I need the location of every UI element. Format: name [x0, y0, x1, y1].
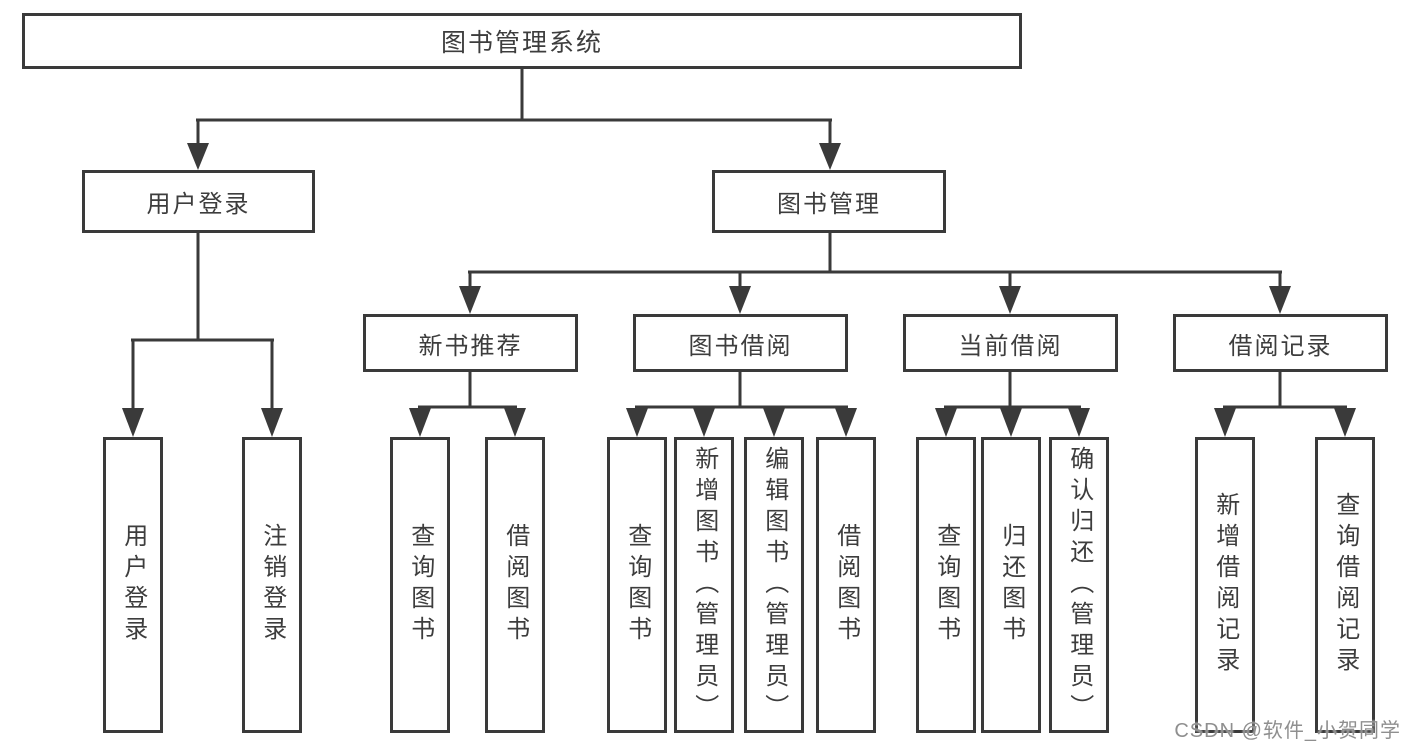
arrowhead-icon	[693, 408, 715, 437]
leaf-nbr-query-books-label: 查询图书	[406, 523, 434, 647]
node-book-management: 图书管理	[712, 170, 946, 233]
arrowhead-icon	[835, 408, 857, 437]
leaf-cb-query-books-label: 查询图书	[932, 523, 960, 647]
arrowhead-icon	[729, 286, 751, 314]
node-current-borrow-label: 当前借阅	[958, 332, 1063, 360]
leaf-br-query-record-label: 查询借阅记录	[1331, 492, 1359, 678]
csdn-watermark: CSDN @软件_小贺同学	[1174, 720, 1401, 742]
leaf-br-add-record: 新增借阅记录	[1195, 437, 1255, 733]
arrowhead-icon	[819, 143, 841, 170]
leaf-logout-label: 注销登录	[258, 523, 286, 647]
leaf-nbr-borrow-books: 借阅图书	[485, 437, 545, 733]
leaf-bb-add-book-admin: 新增图书（管理员）	[674, 437, 734, 733]
leaf-br-query-record: 查询借阅记录	[1315, 437, 1375, 733]
leaf-cb-confirm-return-admin: 确认归还（管理员）	[1049, 437, 1109, 733]
leaf-bb-add-book-admin-label: 新增图书（管理员）	[690, 445, 718, 725]
leaf-bb-borrow-books: 借阅图书	[816, 437, 876, 733]
node-book-management-label: 图书管理	[777, 191, 881, 218]
node-user-login-label: 用户登录	[146, 191, 251, 218]
arrowhead-icon	[1214, 408, 1236, 437]
node-borrow-records: 借阅记录	[1173, 314, 1388, 372]
leaf-bb-borrow-books-label: 借阅图书	[832, 523, 860, 647]
arrowhead-icon	[1334, 408, 1356, 437]
arrowhead-icon	[999, 286, 1021, 314]
node-root-label: 图书管理系统	[440, 29, 603, 57]
arrowhead-icon	[935, 408, 957, 437]
leaf-user-login: 用户登录	[103, 437, 163, 733]
leaf-bb-query-books: 查询图书	[607, 437, 667, 733]
node-book-borrow: 图书借阅	[633, 314, 848, 372]
node-current-borrow: 当前借阅	[903, 314, 1118, 372]
arrowhead-icon	[1000, 408, 1022, 437]
leaf-bb-query-books-label: 查询图书	[623, 523, 651, 647]
arrowhead-icon	[122, 408, 144, 437]
node-new-book-recommend-label: 新书推荐	[418, 332, 523, 360]
leaf-nbr-borrow-books-label: 借阅图书	[501, 523, 529, 647]
leaf-cb-return-books-label: 归还图书	[997, 523, 1025, 647]
leaf-cb-return-books: 归还图书	[981, 437, 1041, 733]
leaf-cb-confirm-return-admin-label: 确认归还（管理员）	[1065, 445, 1093, 725]
node-user-login: 用户登录	[82, 170, 315, 233]
arrowhead-icon	[763, 408, 785, 437]
leaf-nbr-query-books: 查询图书	[390, 437, 450, 733]
arrowhead-icon	[1068, 408, 1090, 437]
leaf-br-add-record-label: 新增借阅记录	[1211, 492, 1239, 678]
node-borrow-records-label: 借阅记录	[1228, 332, 1333, 360]
arrowhead-icon	[409, 408, 431, 437]
arrowhead-icon	[459, 286, 481, 314]
leaf-user-login-label: 用户登录	[119, 523, 147, 647]
leaf-bb-edit-book-admin-label: 编辑图书（管理员）	[760, 445, 788, 725]
arrowhead-icon	[187, 143, 209, 170]
node-new-book-recommend: 新书推荐	[363, 314, 578, 372]
arrowhead-icon	[626, 408, 648, 437]
arrowhead-icon	[1269, 286, 1291, 314]
node-root: 图书管理系统	[22, 13, 1022, 69]
arrowhead-icon	[504, 408, 526, 437]
node-book-borrow-label: 图书借阅	[688, 332, 793, 360]
leaf-cb-query-books: 查询图书	[916, 437, 976, 733]
leaf-logout: 注销登录	[242, 437, 302, 733]
leaf-bb-edit-book-admin: 编辑图书（管理员）	[744, 437, 804, 733]
arrowhead-icon	[261, 408, 283, 437]
